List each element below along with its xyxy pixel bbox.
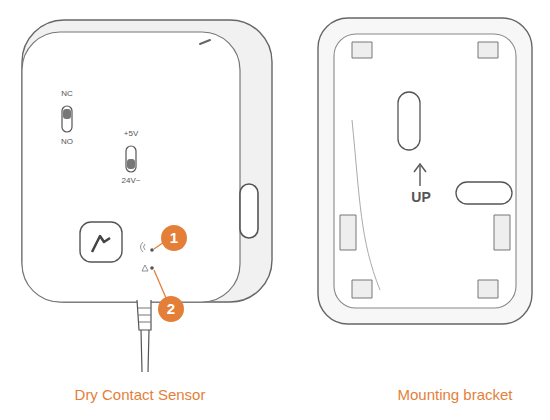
callout-number: 2 <box>167 301 175 318</box>
led-indicator <box>150 248 154 252</box>
bracket-rib <box>352 120 380 290</box>
callout-circle <box>161 225 187 251</box>
switch-knob <box>127 159 135 169</box>
callout-number: 1 <box>170 230 178 247</box>
warning-symbol <box>142 265 148 271</box>
side-button <box>240 184 258 238</box>
sensor-housing <box>22 20 272 302</box>
screw-slot <box>398 92 420 150</box>
logo-icon <box>92 236 110 252</box>
switch-knob <box>63 109 71 119</box>
logo-button <box>80 222 122 262</box>
sensor-body <box>22 20 272 322</box>
nc-no-switch <box>62 106 72 132</box>
bracket-inner <box>334 34 516 308</box>
bracket-clips <box>340 42 510 298</box>
leader-line <box>154 270 166 298</box>
cable-wire <box>141 330 149 372</box>
screw-slot <box>456 182 512 204</box>
switch-label: +5V <box>124 130 138 139</box>
up-arrow <box>414 164 426 186</box>
top-slit <box>200 40 210 44</box>
bracket-marking: UP <box>411 190 430 205</box>
voltage-switch <box>126 146 136 172</box>
strain-relief-ribs <box>138 308 151 322</box>
bracket <box>318 18 532 324</box>
switch-label: 24V~ <box>122 177 141 186</box>
switch-label: NC <box>61 90 73 99</box>
led-indicator <box>150 266 154 270</box>
part-name: Dry Contact Sensor <box>75 387 206 404</box>
part-name: Mounting bracket <box>397 387 512 404</box>
callout-circle <box>158 296 184 322</box>
bracket-outline <box>318 18 532 324</box>
strain-relief <box>137 300 151 330</box>
wifi-symbol <box>141 242 146 252</box>
sensor-front-face <box>22 32 240 302</box>
cable <box>137 300 151 372</box>
switch-label: NO <box>61 138 73 147</box>
